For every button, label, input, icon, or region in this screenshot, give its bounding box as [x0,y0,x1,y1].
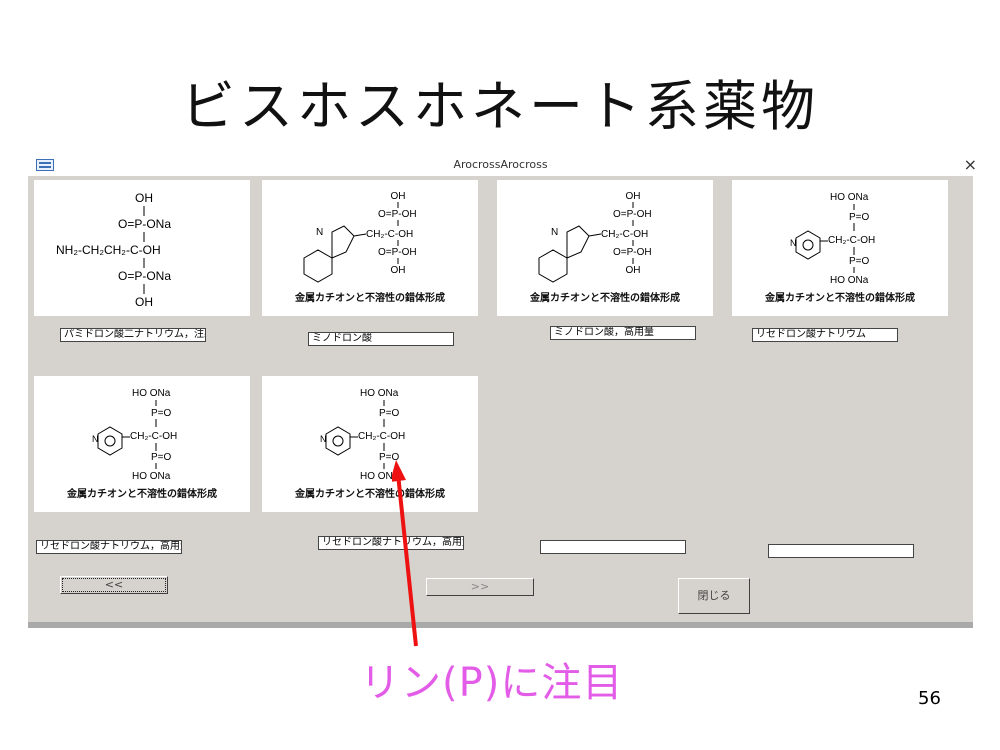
svg-text:CH₂-C-OH: CH₂-C-OH [358,431,405,442]
window-titlebar: ArocrossArocross × [28,154,977,176]
structure-card-minodronic: N OH O=P-OH CH₂-C-OH O=P-OH OH 金属カチオンと不溶… [262,180,478,316]
svg-text:HO ONa: HO ONa [360,388,399,399]
svg-text:O=P-ONa: O=P-ONa [118,217,171,231]
svg-text:OH: OH [135,295,153,309]
svg-text:HO ONa: HO ONa [132,471,171,482]
structure-card-minodronic-high: N OH O=P-OH CH₂-C-OH O=P-OH OH 金属カチオンと不溶… [497,180,713,316]
svg-text:N: N [551,227,558,238]
drug-name-field-2[interactable]: ミノドロン酸 [308,332,454,346]
svg-text:O=P-OH: O=P-OH [613,209,652,220]
prev-button[interactable]: << [60,576,168,594]
svg-text:HO ONa: HO ONa [360,471,399,482]
svg-text:CH₂-C-OH: CH₂-C-OH [828,235,875,246]
svg-text:P=O: P=O [849,212,870,223]
structure-card-risedronate-high-2: N HO ONa P=O CH₂-C-OH P=O HO ONa 金属カチオンと… [262,376,478,512]
risedronate-structure: N HO ONa P=O CH₂-C-OH P=O HO ONa [320,388,405,482]
form-icon[interactable] [36,159,54,171]
window-title: ArocrossArocross [453,158,548,171]
drug-name-field-8[interactable] [768,544,914,558]
structure-card-risedronate-high: N HO ONa P=O CH₂-C-OH P=O HO ONa 金属カチオンと… [34,376,250,512]
svg-text:P=O: P=O [379,452,400,463]
minodronic-structure: N OH O=P-OH CH₂-C-OH O=P-OH OH [538,191,652,283]
svg-text:CH₂-C-OH: CH₂-C-OH [130,431,177,442]
slide-title: ビスホスホネート系薬物 [181,75,819,138]
svg-text:CH₂-C-OH: CH₂-C-OH [601,229,648,240]
svg-text:P=O: P=O [379,408,400,419]
close-icon[interactable]: × [963,155,977,174]
card-caption: 金属カチオンと不溶性の錯体形成 [295,489,445,500]
structure-card-pamidronate: OH O=P-ONa NH₂-CH₂CH₂-C-OH O=P-ONa OH [34,180,250,316]
svg-text:O=P-OH: O=P-OH [378,247,417,258]
svg-text:OH: OH [391,265,406,276]
drug-name-field-4[interactable]: リセドロン酸ナトリウム [752,328,898,342]
risedronate-structure: N HO ONa P=O CH₂-C-OH P=O HO ONa [92,388,177,482]
svg-text:OH: OH [626,265,641,276]
svg-text:N: N [316,227,323,238]
svg-text:OH: OH [135,191,153,205]
red-arrow-annotation [392,460,418,647]
pamidronate-structure: OH O=P-ONa NH₂-CH₂CH₂-C-OH O=P-ONa OH [56,191,171,309]
svg-text:O=P-OH: O=P-OH [378,209,417,220]
svg-text:OH: OH [626,191,641,202]
svg-text:N: N [320,434,327,444]
card-caption: 金属カチオンと不溶性の錯体形成 [67,489,217,500]
svg-text:CH₂-C-OH: CH₂-C-OH [366,229,413,240]
card-caption: 金属カチオンと不溶性の錯体形成 [530,293,680,304]
drug-name-field-1[interactable]: パミドロン酸二ナトリウム，注射 [60,328,206,342]
risedronate-structure: N HO ONa P=O CH₂-C-OH P=O HO ONa [790,192,875,286]
svg-text:HO ONa: HO ONa [830,275,869,286]
card-caption: 金属カチオンと不溶性の錯体形成 [765,293,915,304]
drug-name-field-6[interactable]: リセドロン酸ナトリウム，高用量 [318,536,464,550]
svg-text:N: N [790,238,797,248]
page-number: 56 [918,688,941,709]
drug-name-field-3[interactable]: ミノドロン酸，高用量 [550,326,696,340]
minodronic-structure: N OH O=P-OH CH₂-C-OH O=P-OH OH [303,191,417,283]
structure-card-risedronate: N HO ONa P=O CH₂-C-OH P=O HO ONa 金属カチオンと… [732,180,948,316]
app-window: ArocrossArocross × OH O=P-ONa NH₂-CH₂CH₂… [28,154,977,628]
svg-text:NH₂-CH₂CH₂-C-OH: NH₂-CH₂CH₂-C-OH [56,243,161,257]
svg-text:OH: OH [391,191,406,202]
annotation-text: リン(P)に注目 [360,660,624,706]
svg-text:HO ONa: HO ONa [830,192,869,203]
close-button[interactable]: 閉じる [678,578,750,614]
svg-text:HO ONa: HO ONa [132,388,171,399]
svg-text:N: N [92,434,99,444]
svg-text:P=O: P=O [151,452,172,463]
next-button[interactable]: >> [426,578,534,596]
drug-name-field-5[interactable]: リセドロン酸ナトリウム，高用量 [36,540,182,554]
drug-name-field-7[interactable] [540,540,686,554]
svg-text:P=O: P=O [151,408,172,419]
svg-text:P=O: P=O [849,256,870,267]
svg-text:O=P-ONa: O=P-ONa [118,269,171,283]
svg-text:O=P-OH: O=P-OH [613,247,652,258]
card-caption: 金属カチオンと不溶性の錯体形成 [295,293,445,304]
